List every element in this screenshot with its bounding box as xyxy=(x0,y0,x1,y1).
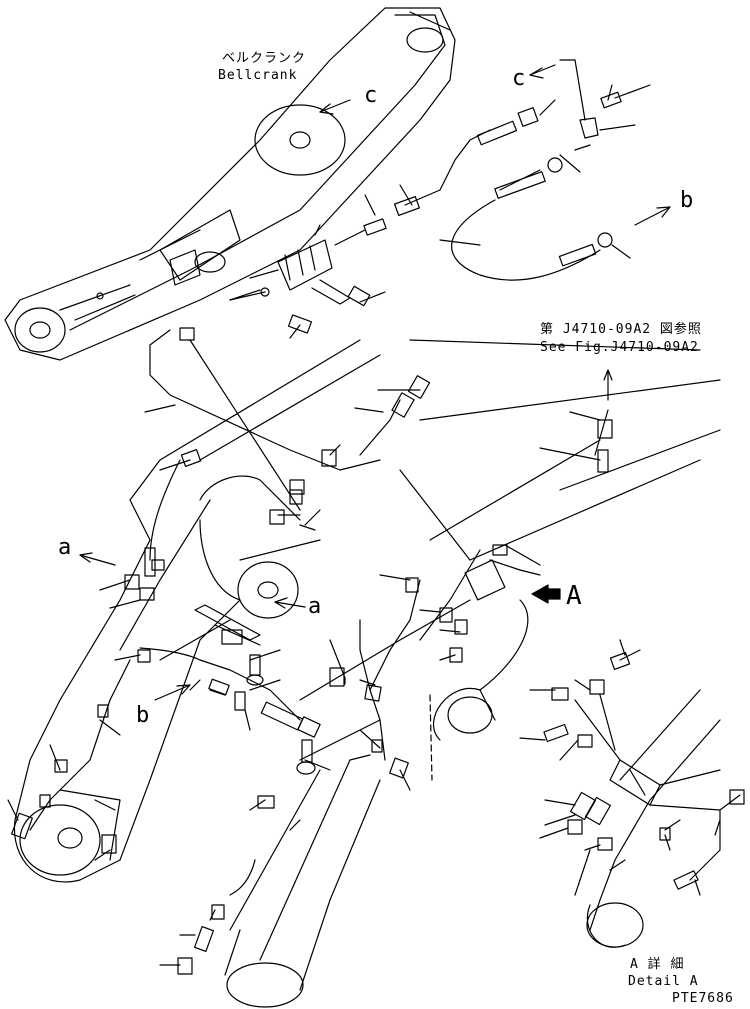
bellcrank-label-en: Bellcrank xyxy=(218,68,298,83)
reference-label-en: See Fig.J4710-09A2 xyxy=(540,340,699,355)
top-leaders xyxy=(229,59,636,339)
arrow-a-label-mid: a xyxy=(308,594,323,619)
bellcrank-label-jp: ベルクランク xyxy=(222,51,307,66)
arrow-A-big xyxy=(531,584,561,604)
drawing-number: PTE7686 xyxy=(672,991,734,1006)
arrow-c-top xyxy=(319,59,576,115)
arrow-b-label-top: b xyxy=(680,188,695,213)
arrow-c-label-top: c xyxy=(364,83,379,108)
arrow-c-label-right: c xyxy=(512,66,527,91)
top-hoses xyxy=(229,84,651,334)
lower-hoses xyxy=(11,327,613,975)
arrow-a-left xyxy=(79,552,116,566)
detail-A-view xyxy=(543,639,745,948)
arrow-b-lower xyxy=(154,684,191,701)
boom-arm xyxy=(13,339,721,1008)
arrow-A-label: A xyxy=(566,581,583,611)
detail-A-leaders xyxy=(519,679,721,896)
dashed-centerline xyxy=(429,694,433,781)
arrow-a-label-left: a xyxy=(58,535,73,560)
bellcrank-valve-block xyxy=(249,239,351,305)
reference-label-jp: 第 J4710-09A2 図参照 xyxy=(540,322,702,337)
arrow-b-top xyxy=(634,206,671,226)
bellcrank-assembly xyxy=(4,7,456,361)
arrow-ref-up xyxy=(603,369,613,401)
arrow-b-label-lower: b xyxy=(136,703,151,728)
detail-A-label-jp: A 詳 細 xyxy=(630,957,685,972)
detail-A-label-en: Detail A xyxy=(628,974,699,989)
lower-leaders xyxy=(7,389,601,966)
arrow-a-mid xyxy=(274,597,306,609)
